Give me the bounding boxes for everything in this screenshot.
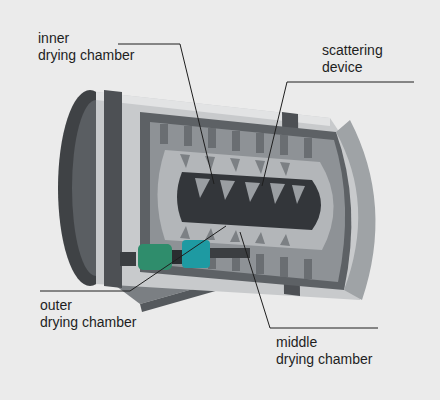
leader-line [118,44,214,184]
shaft [120,252,136,266]
inner-chamber [177,172,321,230]
leader-line [262,82,414,186]
part-label: inner drying chamber [38,30,135,64]
part-label: middle drying chamber [276,334,373,368]
part-label: scattering device [322,42,383,76]
leader-line [40,226,226,291]
leader-line [240,232,378,328]
part-label: outer drying chamber [40,297,137,331]
end-rim [336,120,375,300]
scattering-blades [195,178,305,204]
gearbox [182,240,210,268]
middle-chamber [158,150,334,250]
drum-shell [96,92,369,300]
riding-ring [104,90,122,288]
leader-lines [40,44,414,328]
shaft [210,248,250,258]
